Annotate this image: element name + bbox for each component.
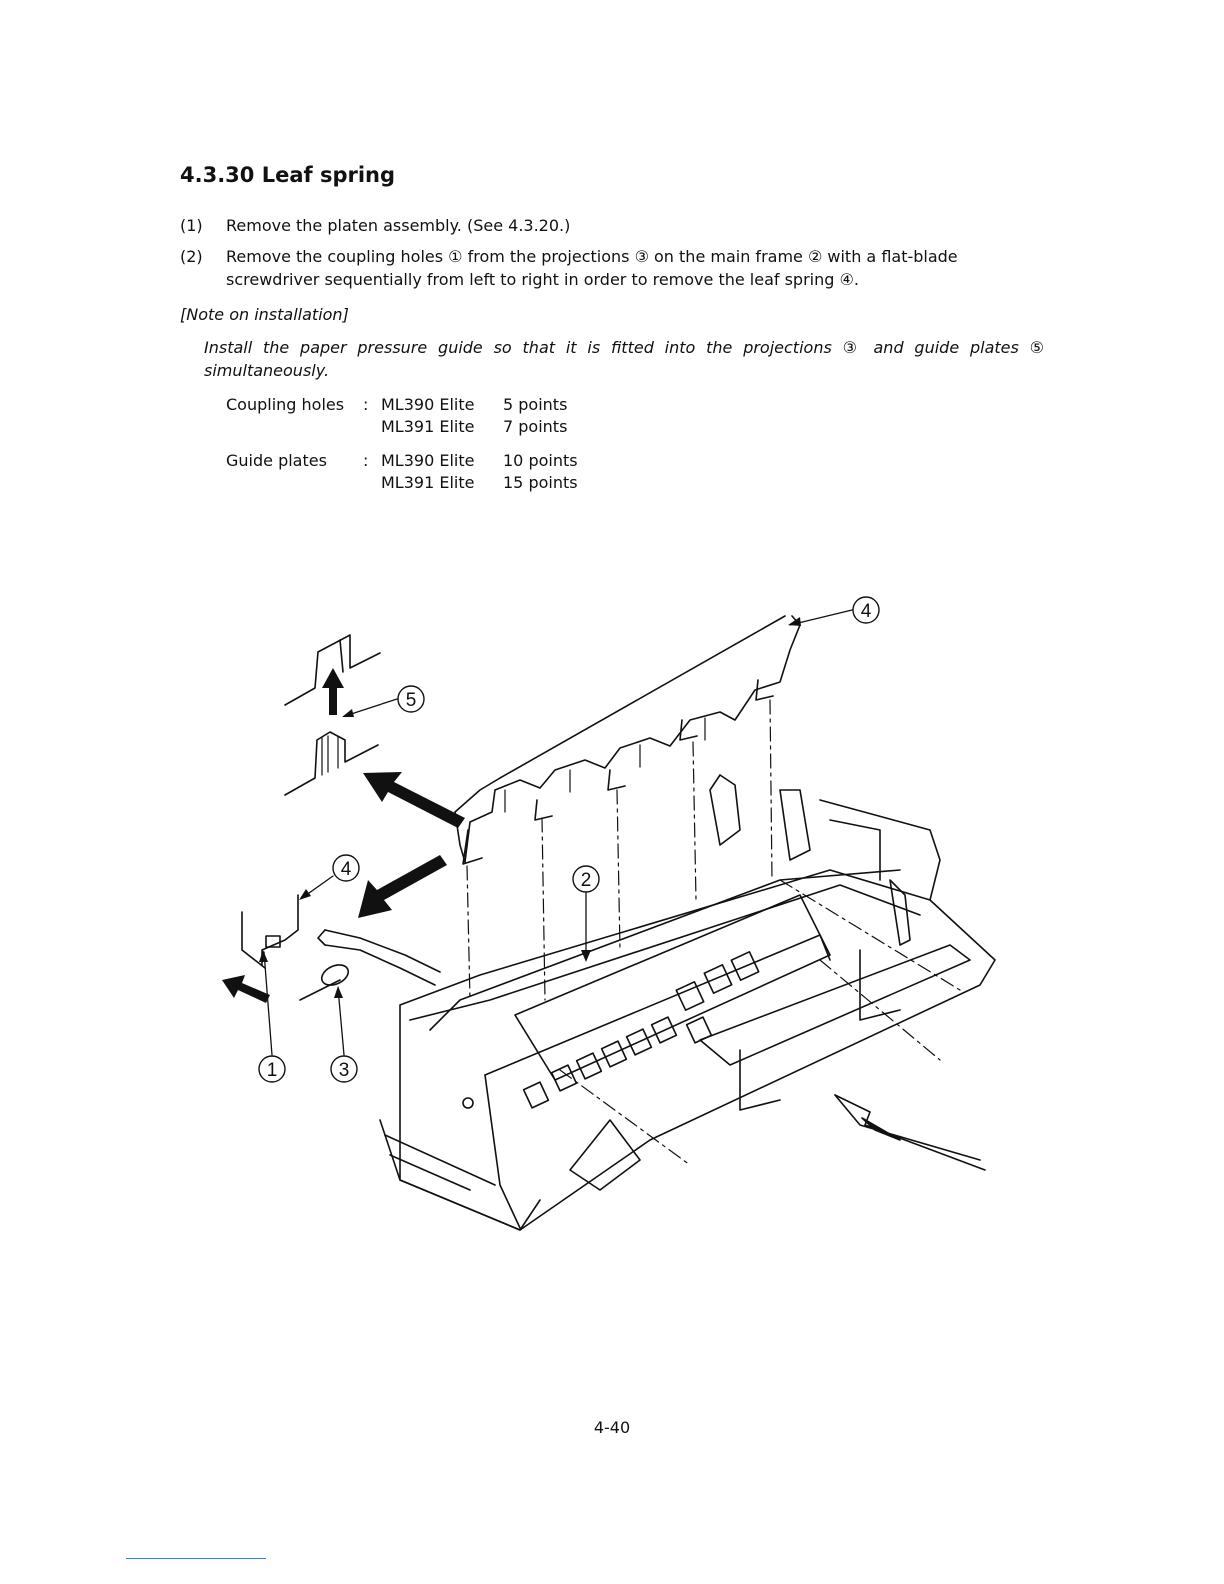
spec-label-guide: Guide plates — [226, 451, 327, 470]
svg-text:2: 2 — [581, 870, 592, 891]
guide-lines — [466, 699, 961, 1166]
spec-points: 7 points — [503, 417, 568, 436]
arrow-to-coupling-detail — [358, 855, 447, 918]
svg-text:4: 4 — [861, 601, 872, 622]
spec-model: ML390 Elite — [381, 395, 475, 414]
svg-text:5: 5 — [406, 690, 417, 711]
callout-2: 2 — [572, 865, 600, 893]
callout-4-left: 4 — [332, 854, 360, 882]
callout-4-top: 4 — [852, 596, 880, 624]
control-panel — [514, 894, 831, 1109]
step-text: Remove the coupling holes ① from the pro… — [226, 247, 958, 289]
callout-3: 3 — [330, 1055, 358, 1083]
up-arrow — [322, 668, 344, 715]
callouts: 4 5 4 2 1 3 — [258, 596, 880, 1083]
spec-colon: : — [363, 451, 369, 470]
callout-1: 1 — [258, 1055, 286, 1083]
spec-label-coupling: Coupling holes — [226, 395, 345, 414]
section-heading: 4.3.30 Leaf spring — [180, 163, 395, 187]
section-title: Leaf spring — [261, 163, 396, 187]
spec-points: 5 points — [503, 395, 568, 414]
step-text: Remove the platen assembly. (See 4.3.20.… — [226, 216, 571, 235]
footer-rule — [126, 1558, 266, 1559]
section-number: 4.3.30 — [180, 163, 255, 187]
callout-5: 5 — [397, 685, 425, 713]
svg-text:3: 3 — [339, 1060, 350, 1081]
svg-text:4: 4 — [341, 859, 352, 880]
spec-model: ML390 Elite — [381, 451, 475, 470]
left-arrow — [222, 975, 270, 1003]
spec-points: 10 points — [503, 451, 578, 470]
step-number: (2) — [180, 247, 203, 266]
leaf-spring — [454, 615, 801, 865]
detail-coupling-hole — [241, 894, 441, 1001]
spec-model: ML391 Elite — [381, 417, 475, 436]
step-number: (1) — [180, 216, 203, 235]
page-number: 4-40 — [593, 1418, 631, 1437]
spec-model: ML391 Elite — [381, 473, 475, 492]
detail-guide-plate — [284, 634, 381, 796]
main-frame — [379, 774, 996, 1231]
arrow-to-guide-plate — [363, 772, 465, 828]
spec-colon: : — [363, 395, 369, 414]
leaders — [263, 609, 853, 1056]
screwdriver-right — [834, 1094, 986, 1171]
note-title: [Note on installation] — [180, 305, 349, 324]
note-body: Install the paper pressure guide so that… — [204, 338, 1044, 380]
leaf-spring-removal-figure: 4 5 4 2 1 3 — [222, 596, 996, 1231]
leader-arrowheads — [259, 617, 801, 998]
svg-text:1: 1 — [267, 1060, 278, 1081]
spec-points: 15 points — [503, 473, 578, 492]
